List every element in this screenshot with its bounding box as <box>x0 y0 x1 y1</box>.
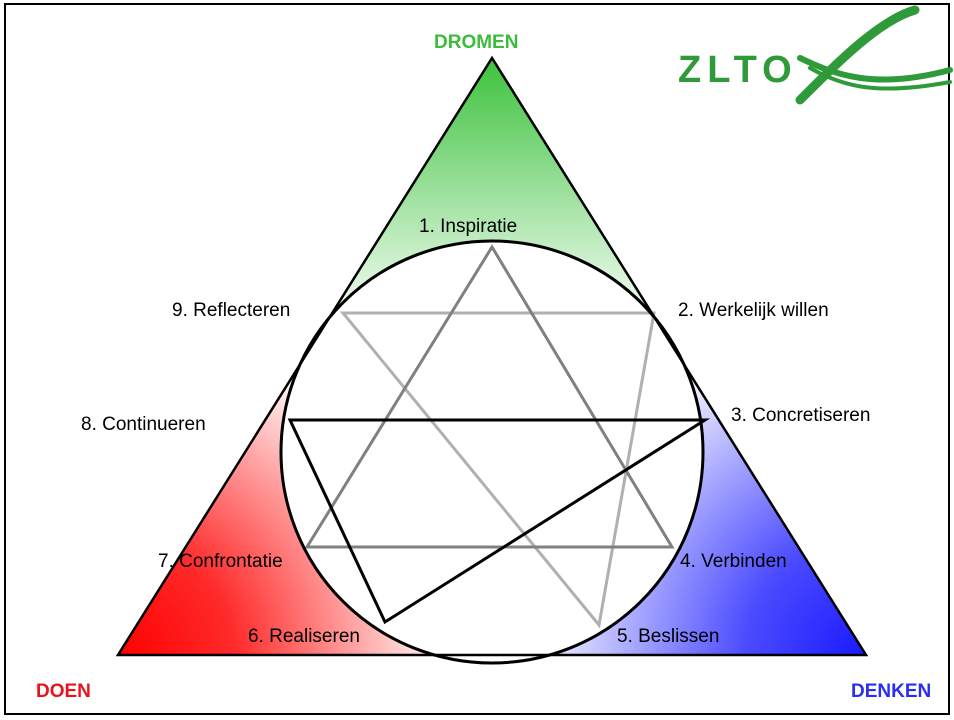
corner-label-doen: DOEN <box>36 681 91 702</box>
step-label-1: 1. Inspiratie <box>419 216 518 237</box>
cycle-circle-fill <box>281 241 703 663</box>
step-label-4: 4. Verbinden <box>680 551 787 572</box>
triangle-outline <box>115 55 869 657</box>
step-label-3: 3. Concretiseren <box>731 405 871 426</box>
step-label-6: 6. Realiseren <box>248 626 360 647</box>
step-label-2: 2. Werkelijk willen <box>678 300 829 321</box>
zlto-logo: ZLTO <box>678 49 798 91</box>
step-label-9: 9. Reflecteren <box>172 300 291 321</box>
corner-label-dromen: DROMEN <box>434 32 519 53</box>
cycle-circle <box>279 239 705 665</box>
step-label-5: 5. Beslissen <box>617 626 720 647</box>
step-label-8: 8. Continueren <box>81 414 206 435</box>
corner-label-denken: DENKEN <box>851 681 932 702</box>
grey-triangle <box>304 244 675 549</box>
black-path <box>287 418 711 625</box>
zlto-logo-swoosh <box>795 5 953 105</box>
step-label-7: 7. Confrontatie <box>158 551 283 572</box>
slide-frame <box>4 3 950 715</box>
